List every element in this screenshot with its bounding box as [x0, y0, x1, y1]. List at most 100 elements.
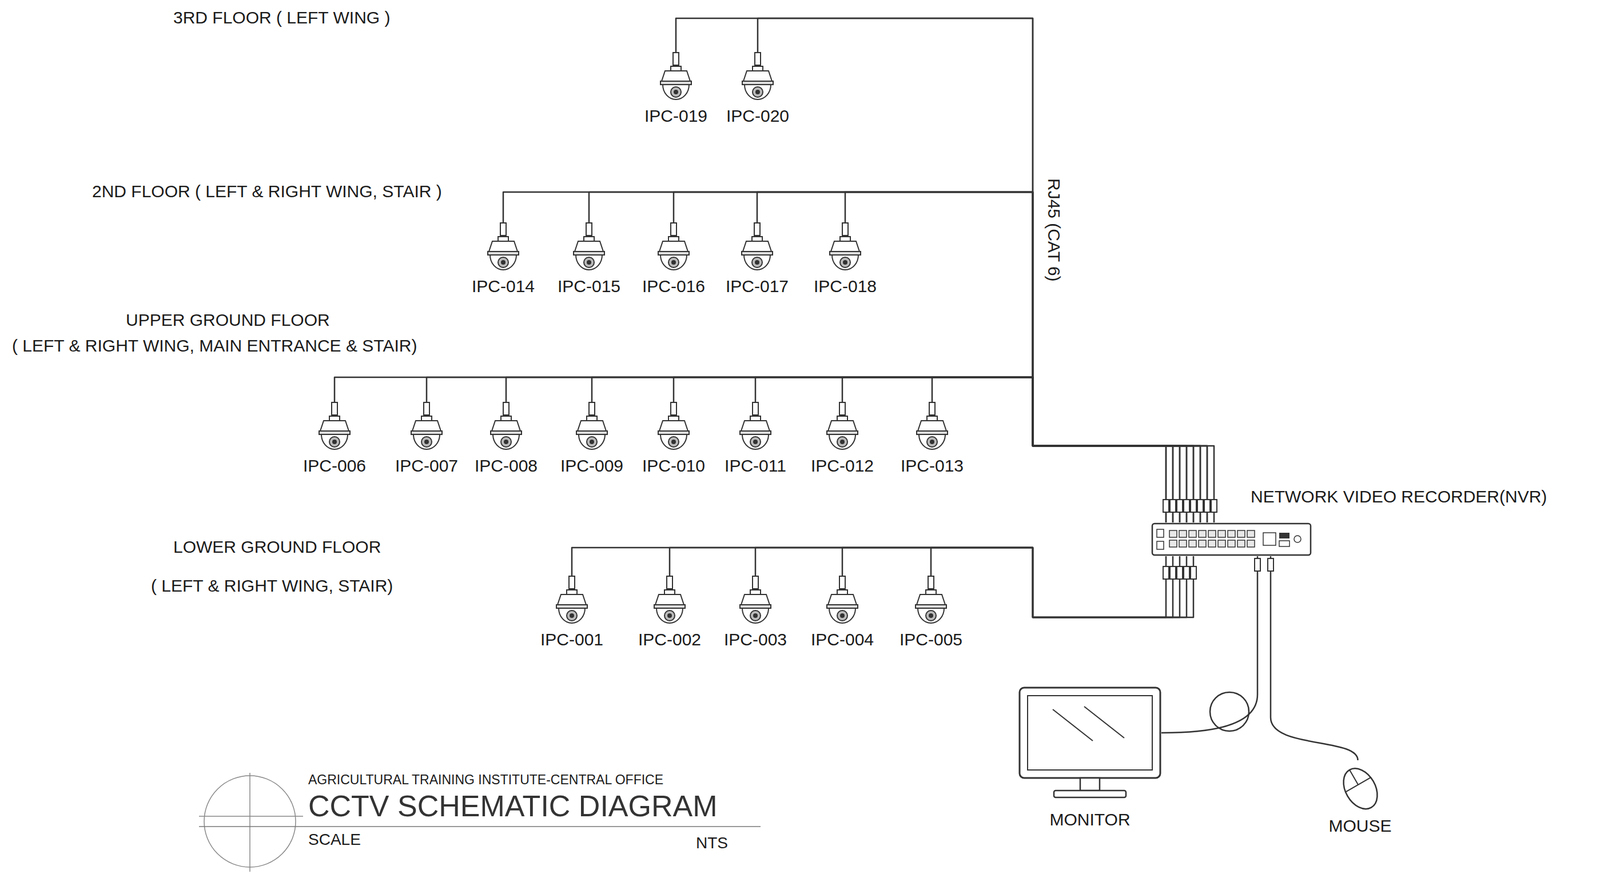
rj45-plug — [929, 402, 935, 416]
rj45-plug — [1190, 566, 1197, 580]
rj45-plug — [331, 402, 338, 416]
title-block-text: AGRICULTURAL TRAINING INSTITUTE-CENTRAL … — [308, 773, 664, 787]
camera-id: IPC-019 — [644, 107, 708, 125]
dome-camera-icon — [552, 590, 591, 626]
cat6-cable — [842, 547, 1187, 618]
rj45-plug — [1190, 499, 1197, 513]
rj45-plug — [423, 402, 430, 416]
floor-label: 3RD FLOOR ( LEFT WING ) — [173, 9, 390, 27]
dome-camera-icon — [487, 416, 525, 452]
dome-camera-icon — [736, 416, 775, 452]
ip-camera: IPC-011 — [736, 416, 775, 452]
camera-id: IPC-005 — [899, 631, 963, 649]
rj45-plug — [503, 402, 509, 416]
floor-label: ( LEFT & RIGHT WING, MAIN ENTRANCE & STA… — [12, 337, 417, 355]
camera-id: IPC-009 — [560, 457, 624, 475]
rj45-plug — [568, 576, 575, 589]
cat6-cable — [1161, 556, 1258, 734]
cat6-cable — [1270, 556, 1359, 761]
ip-camera: IPC-006 — [315, 416, 354, 452]
cat6-cable — [673, 192, 1194, 523]
cat6-cable — [503, 192, 1180, 523]
camera-id: IPC-020 — [726, 107, 790, 125]
ip-camera: IPC-016 — [654, 236, 693, 273]
rj45-plug — [839, 402, 846, 416]
cat6-cable — [426, 377, 1166, 523]
camera-id: IPC-008 — [474, 457, 538, 475]
ip-camera: IPC-001 — [552, 590, 591, 626]
dome-camera-icon — [654, 416, 693, 452]
monitor: MONITOR — [1018, 686, 1162, 799]
cat6-cable — [334, 377, 1215, 523]
dome-camera-icon — [654, 236, 693, 273]
cat6-cable — [755, 547, 1180, 618]
ip-camera: IPC-010 — [654, 416, 693, 452]
cat6-cable — [675, 18, 1166, 523]
cat6-cable — [930, 547, 1194, 618]
cat6-cable — [755, 377, 1194, 523]
dome-camera-icon — [407, 416, 446, 452]
ip-camera: IPC-018 — [826, 236, 865, 273]
mouse-icon — [1336, 760, 1384, 813]
rj45-plug — [842, 223, 849, 236]
cat6-cable — [757, 192, 1201, 523]
floor-label: UPPER GROUND FLOOR — [125, 311, 330, 329]
rj45-plug — [1197, 499, 1204, 513]
title-crosshair — [249, 773, 251, 873]
cat6-cable — [673, 377, 1187, 523]
camera-id: IPC-017 — [725, 277, 789, 296]
diagram-title: CCTV SCHEMATIC DIAGRAM — [308, 791, 718, 822]
mouse: MOUSE — [1336, 760, 1384, 813]
cat6-cable — [506, 377, 1173, 523]
cat6-cable — [591, 377, 1180, 523]
dome-camera-icon — [823, 416, 862, 452]
camera-id: IPC-010 — [642, 457, 706, 475]
rj45-plug — [1163, 499, 1169, 513]
dome-camera-icon — [913, 416, 951, 452]
rj45-plug — [1176, 499, 1183, 513]
dome-camera-icon — [738, 66, 777, 102]
rj45-plug — [1169, 499, 1176, 513]
camera-id: IPC-015 — [557, 277, 621, 296]
rj45-plug — [1211, 499, 1217, 513]
dome-camera-icon — [912, 590, 950, 626]
title-block-text: SCALE — [308, 832, 361, 849]
ip-camera: IPC-004 — [823, 590, 862, 626]
ip-camera: IPC-008 — [487, 416, 525, 452]
device-label: MONITOR — [1049, 811, 1130, 829]
nvr-icon — [1151, 522, 1312, 557]
cat6-cable — [932, 377, 1208, 523]
camera-id: IPC-002 — [638, 631, 702, 649]
rj45-plug — [1183, 499, 1190, 513]
dome-camera-icon — [484, 236, 523, 273]
camera-id: IPC-014 — [471, 277, 535, 296]
rj45-plug — [586, 223, 592, 236]
cat6-cable — [669, 547, 1173, 618]
rj45-plug — [588, 402, 595, 416]
rj45-plug — [673, 52, 679, 66]
rj45-plug — [754, 52, 761, 66]
rj45-plug — [500, 223, 507, 236]
title-crosshair — [198, 816, 304, 818]
rj45-plug — [1204, 499, 1211, 513]
dome-camera-icon — [570, 236, 608, 273]
monitor-icon — [1018, 686, 1162, 799]
rj45-plug — [1183, 566, 1190, 580]
ip-camera: IPC-012 — [823, 416, 862, 452]
cat6-cable — [842, 377, 1201, 523]
rj45-plug — [666, 576, 673, 589]
ip-camera: IPC-019 — [657, 66, 695, 102]
camera-id: IPC-018 — [813, 277, 877, 296]
dome-camera-icon — [736, 590, 775, 626]
title-underline — [198, 826, 761, 828]
floor-label: 2ND FLOOR ( LEFT & RIGHT WING, STAIR ) — [92, 182, 443, 201]
cat6-cable — [571, 547, 1166, 618]
dome-camera-icon — [657, 66, 695, 102]
rj45-plug — [752, 576, 759, 589]
ip-camera: IPC-002 — [650, 590, 689, 626]
dome-camera-icon — [315, 416, 354, 452]
rj45-plug — [1163, 566, 1169, 580]
dome-camera-icon — [650, 590, 689, 626]
